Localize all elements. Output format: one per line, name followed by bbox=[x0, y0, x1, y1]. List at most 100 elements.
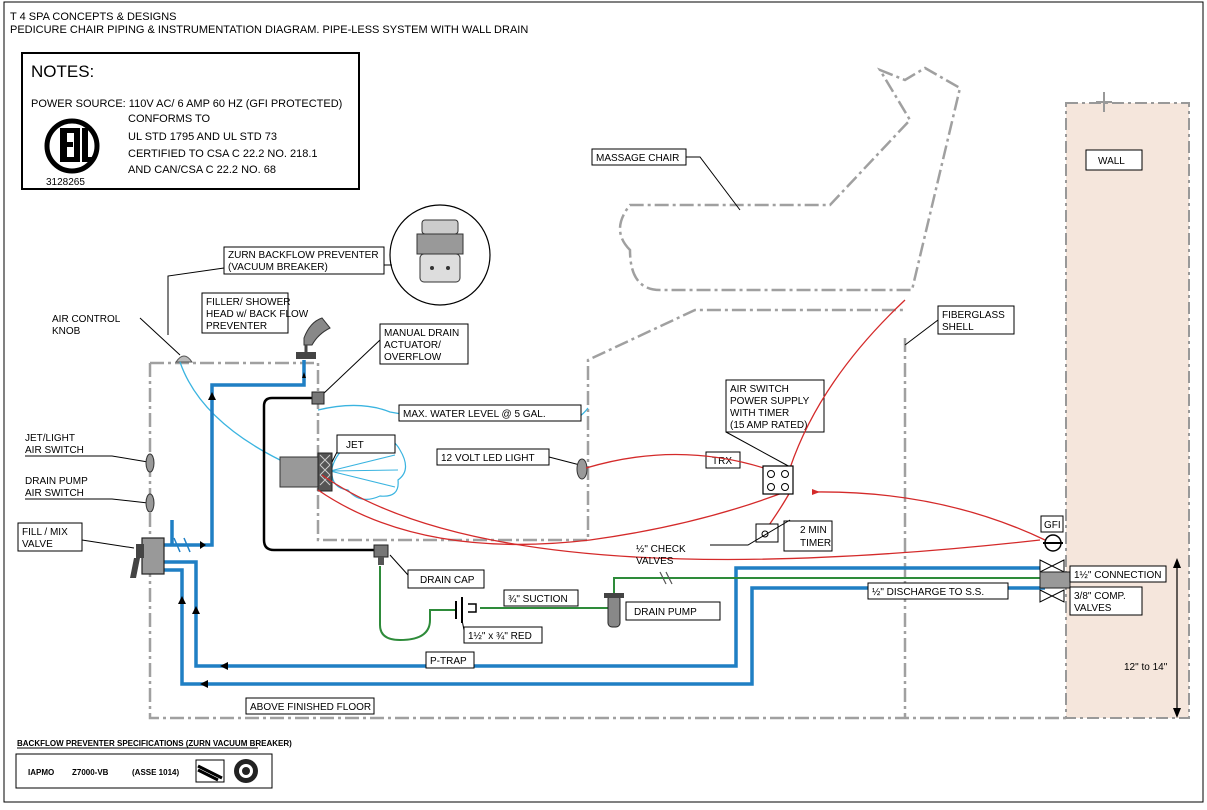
drain-cap-label-box bbox=[407, 569, 485, 589]
trx-label: TRX bbox=[712, 456, 732, 467]
jet-icon bbox=[279, 452, 333, 492]
spec-col-model: Z7000-VB bbox=[72, 768, 109, 777]
air-switch-label-4: (15 AMP RATED) bbox=[730, 420, 807, 431]
suction-label: ¾" SUCTION bbox=[508, 594, 568, 605]
fill-mix-label-1: FILL / MIX bbox=[22, 527, 68, 538]
page-border bbox=[3, 1, 1204, 803]
timer-label-box bbox=[783, 520, 833, 552]
timer-label-1: 2 MIN bbox=[800, 525, 827, 536]
notes-power: POWER SOURCE: 110V AC/ 6 AMP 60 HZ (GFI … bbox=[31, 98, 342, 110]
comp-valves-label-box bbox=[1069, 586, 1143, 616]
fill-mix-label-2: VALVE bbox=[22, 539, 53, 550]
wall-label-box bbox=[1085, 149, 1143, 171]
drain-cap-icon bbox=[373, 544, 389, 565]
jet-light-switch-label-1: JET/LIGHT bbox=[25, 433, 75, 444]
drain-piping bbox=[379, 566, 1045, 642]
timer-label-2: TIMER bbox=[800, 538, 831, 549]
fill-mix-valve-icon[interactable] bbox=[130, 537, 165, 578]
fill-mix-label-box bbox=[17, 522, 83, 552]
led-light-icon bbox=[576, 458, 588, 480]
diagram-subtitle: PEDICURE CHAIR PIPING & INSTRUMENTATION … bbox=[10, 24, 528, 36]
drain-pump-switch-label-1: DRAIN PUMP bbox=[25, 476, 88, 487]
electrical-wiring bbox=[317, 299, 1046, 561]
air-switch-label-1: AIR SWITCH bbox=[730, 384, 789, 395]
comp-valves-label-1: 3/8" COMP. bbox=[1074, 591, 1126, 602]
overflow-drain-line bbox=[262, 396, 378, 552]
height-dimension-label: 12" to 14" bbox=[1124, 662, 1168, 673]
comp-valves-label-2: VALVES bbox=[1074, 603, 1112, 614]
massage-chair-label: MASSAGE CHAIR bbox=[596, 153, 679, 164]
ptrap-label-box bbox=[425, 651, 475, 669]
manual-drain-label-1: MANUAL DRAIN bbox=[384, 328, 459, 339]
discharge-label: ½" DISCHARGE TO S.S. bbox=[872, 587, 984, 598]
notes-line-2: UL STD 1795 AND UL STD 73 bbox=[128, 131, 277, 143]
check-valve-label-2: VALVES bbox=[636, 556, 674, 567]
jet-light-switch-label-2: AIR SWITCH bbox=[25, 445, 84, 456]
cert-number: 3128265 bbox=[46, 177, 85, 188]
manual-drain-label-2: ACTUATOR/ bbox=[384, 340, 441, 351]
connection-label-box bbox=[1069, 565, 1167, 583]
air-control-knob-icon[interactable] bbox=[175, 355, 193, 363]
notes-line-4: AND CAN/CSA C 22.2 NO. 68 bbox=[128, 164, 276, 176]
drain-pump-label-box bbox=[625, 601, 721, 621]
filler-label-1: FILLER/ SHOWER bbox=[206, 297, 290, 308]
filler-label-2: HEAD w/ BACK FLOW bbox=[206, 309, 309, 320]
asse-seal-icon bbox=[234, 759, 258, 783]
fiberglass-label-1: FIBERGLASS bbox=[942, 310, 1005, 321]
floor-label: ABOVE FINISHED FLOOR bbox=[250, 702, 371, 713]
notes-line-1: CONFORMS TO bbox=[128, 113, 211, 125]
air-switch-label-3: WITH TIMER bbox=[730, 408, 789, 419]
air-knob-label-1: AIR CONTROL bbox=[52, 314, 121, 325]
manual-drain-label-box bbox=[379, 323, 469, 365]
air-tube bbox=[179, 361, 281, 461]
iapmo-upc-logo-icon bbox=[195, 759, 225, 783]
drain-connection-icon bbox=[1039, 571, 1071, 589]
gfi-label: GFI bbox=[1044, 520, 1061, 531]
zurn-label-2: (VACUUM BREAKER) bbox=[228, 262, 328, 273]
wall-section bbox=[1065, 102, 1190, 719]
manual-drain-label-3: OVERFLOW bbox=[384, 352, 442, 363]
compression-valves-icon bbox=[1039, 559, 1065, 603]
jet-light-air-switch-icon[interactable] bbox=[145, 453, 155, 473]
gfi-outlet-icon bbox=[1043, 534, 1063, 552]
discharge-label-box bbox=[867, 582, 1009, 600]
air-switch-power-supply-icon bbox=[762, 465, 794, 495]
manual-drain-actuator-icon[interactable] bbox=[311, 391, 325, 405]
drain-pump-label: DRAIN PUMP bbox=[634, 607, 697, 618]
jet-label: JET bbox=[346, 440, 364, 451]
zurn-label-box bbox=[223, 246, 385, 275]
water-piping bbox=[160, 360, 1045, 686]
max-water-label: MAX. WATER LEVEL @ 5 GAL. bbox=[403, 409, 546, 420]
drain-pump-air-switch-icon[interactable] bbox=[145, 493, 155, 513]
spec-col-asse: (ASSE 1014) bbox=[132, 768, 179, 777]
drain-pump-switch-label-2: AIR SWITCH bbox=[25, 488, 84, 499]
air-switch-label-box bbox=[725, 379, 825, 433]
reducer-icon bbox=[455, 597, 477, 623]
timer-icon bbox=[755, 523, 779, 543]
ptrap-label: P-TRAP bbox=[430, 656, 467, 667]
spec-col-iapmo: IAPMO bbox=[28, 768, 54, 777]
notes-line-3: CERTIFIED TO CSA C 22.2 NO. 218.1 bbox=[128, 148, 318, 160]
fiberglass-label-2: SHELL bbox=[942, 322, 974, 333]
filler-label-box bbox=[201, 292, 289, 334]
company-title: T 4 SPA CONCEPTS & DESIGNS bbox=[10, 11, 176, 23]
suction-label-box bbox=[503, 589, 579, 607]
max-water-label-box bbox=[398, 404, 582, 422]
floor-label-box bbox=[245, 697, 375, 715]
reducer-label: 1½" x ¾" RED bbox=[468, 631, 532, 642]
zurn-label-1: ZURN BACKFLOW PREVENTER bbox=[228, 250, 379, 261]
led-label: 12 VOLT LED LIGHT bbox=[441, 453, 535, 464]
trx-label-box bbox=[705, 451, 741, 469]
wall-label: WALL bbox=[1098, 156, 1125, 167]
notes-heading: NOTES: bbox=[31, 62, 94, 81]
check-valve-label-1: ½" CHECK bbox=[636, 544, 686, 555]
drain-pump-icon bbox=[604, 593, 624, 628]
check-valve-icon bbox=[659, 571, 673, 585]
fiberglass-shell-outline bbox=[148, 66, 1066, 720]
spec-table bbox=[15, 753, 273, 789]
air-switch-label-2: POWER SUPPLY bbox=[730, 396, 810, 407]
filler-label-3: PREVENTER bbox=[206, 321, 267, 332]
air-knob-label-2: KNOB bbox=[52, 326, 81, 337]
